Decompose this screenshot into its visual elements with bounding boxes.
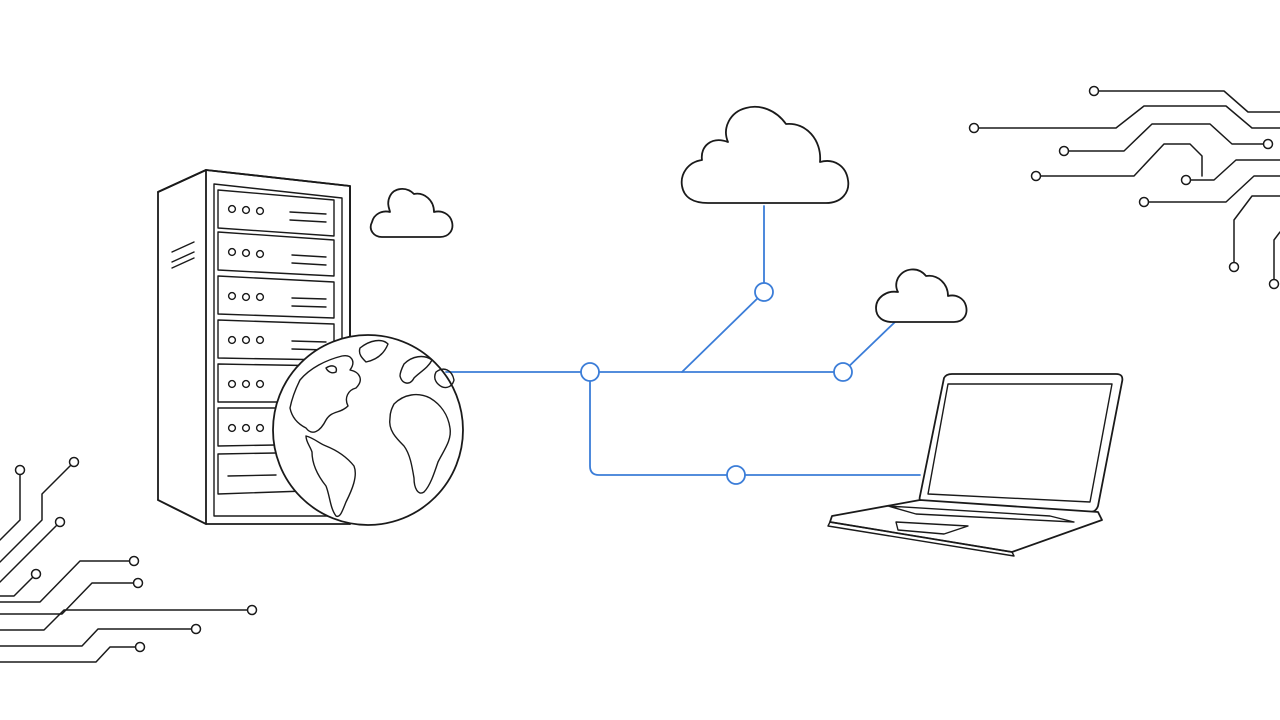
circuit-traces-bottom-left-icon: [0, 456, 258, 663]
cloud-main-icon: [680, 105, 850, 204]
right-junction-node: [833, 362, 853, 382]
hub-node: [580, 362, 600, 382]
globe-icon: [272, 334, 464, 526]
circuit-traces-top-right-icon: [968, 85, 1280, 290]
laptop-junction-node: [726, 465, 746, 485]
network-connections: [445, 205, 921, 485]
cloud-junction-node: [754, 282, 774, 302]
laptop-icon: [827, 373, 1124, 557]
cloud-small-right-icon: [875, 268, 968, 323]
cloud-small-left-icon: [369, 188, 454, 238]
